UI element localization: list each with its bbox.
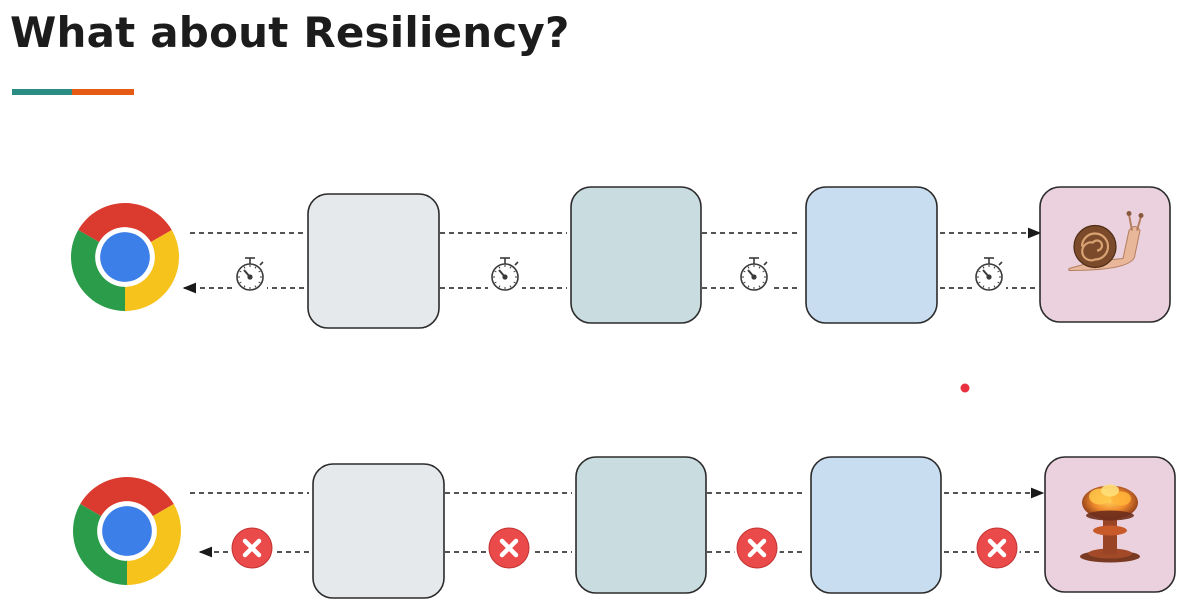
row-2-service-b-box: [810, 456, 942, 594]
row-2-service-a-box: [575, 456, 707, 594]
row-2-mushroom-cloud-explosion-icon: [1080, 484, 1140, 563]
title-underline: [12, 89, 134, 95]
row-1-stopwatch-icon-1: [233, 257, 267, 291]
slide-title: What about Resiliency?: [10, 8, 570, 57]
row-1-chrome-browser-icon: [71, 203, 179, 311]
row-2-error-x-icon-3: [734, 525, 780, 571]
row-1-service-a-box: [570, 186, 702, 324]
row-1-snail-icon: [1068, 211, 1144, 272]
underline-orange-segment: [72, 89, 134, 95]
row-1-stopwatch-icon-4: [972, 257, 1006, 291]
row-2-error-x-icon-1: [229, 525, 275, 571]
row-2-error-x-icon-2: [486, 525, 532, 571]
underline-teal-segment: [12, 89, 72, 95]
row-2-gateway-box: [312, 463, 445, 599]
row-1-gateway-box: [307, 193, 440, 329]
row-1-stopwatch-icon-3: [737, 257, 771, 291]
row-1-stopwatch-icon-2: [488, 257, 522, 291]
row-2-chrome-browser-icon: [73, 477, 181, 585]
laser-pointer-dot: [960, 383, 970, 393]
row-1-service-b-box: [805, 186, 938, 324]
row-2-error-x-icon-4: [974, 525, 1020, 571]
